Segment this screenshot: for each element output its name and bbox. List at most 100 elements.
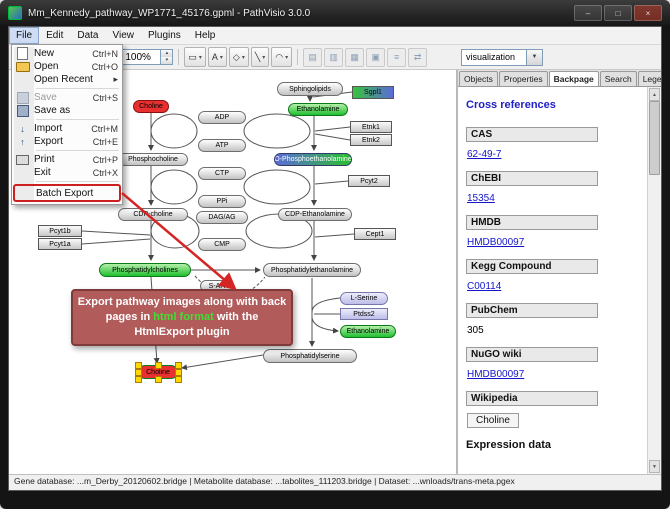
close-button[interactable]: ×: [634, 5, 662, 21]
selection-handle[interactable]: [175, 369, 182, 376]
shape-tool-dropdown[interactable]: ◇▾: [228, 47, 249, 67]
tab-objects[interactable]: Objects: [459, 71, 498, 86]
menu-view[interactable]: View: [112, 30, 134, 41]
label-tool-icon: A: [211, 52, 218, 62]
file-menu-item-open-recent[interactable]: Open Recent▸: [12, 73, 122, 86]
file-menu-item-batch-export[interactable]: Batch Export: [13, 184, 121, 202]
pathway-node-pcyt1a[interactable]: Pcyt1a: [38, 238, 82, 250]
selection-handle[interactable]: [155, 376, 162, 383]
maximize-button[interactable]: □: [604, 5, 632, 21]
layout-actions: ▤▥▦▣≡⇄: [303, 47, 428, 67]
zoom-combo[interactable]: 100% ▴▾: [121, 49, 174, 65]
label-tool-dropdown[interactable]: A▾: [207, 47, 227, 67]
datanode-tool-dropdown[interactable]: ▭▾: [184, 47, 206, 67]
sidebar-scrollbar[interactable]: ▲ ▼: [647, 87, 661, 474]
crossref-link[interactable]: 62-49-7: [467, 149, 502, 160]
crossref-heading: Cross references: [466, 99, 556, 111]
pathway-node-o-phosphoethanolamine[interactable]: O-Phosphoethanolamine: [274, 153, 352, 166]
scroll-down-icon[interactable]: ▼: [649, 460, 660, 473]
spinner-up-icon[interactable]: ▴: [161, 50, 173, 57]
line-tool-dropdown[interactable]: ╲▾: [250, 47, 270, 67]
selection-handle[interactable]: [135, 369, 142, 376]
pathway-node-ctp[interactable]: CTP: [198, 167, 246, 180]
align-vertical-icon[interactable]: ▥: [324, 47, 344, 67]
pathway-node-cmp[interactable]: CMP: [198, 238, 246, 251]
selection-handle[interactable]: [175, 376, 182, 383]
pathway-node-l-serine[interactable]: L-Serine: [340, 292, 388, 305]
selection-handle[interactable]: [175, 362, 182, 369]
statusbar: Gene database: ...m_Derby_20120602.bridg…: [9, 474, 661, 490]
menu-file[interactable]: File: [9, 27, 40, 44]
zoom-spinner[interactable]: ▴▾: [160, 50, 173, 64]
pathway-node-cept1[interactable]: Cept1: [354, 228, 396, 240]
pathway-node-phosphatidylserine[interactable]: Phosphatidylserine: [263, 349, 357, 363]
pathway-node-pcyt1b[interactable]: Pcyt1b: [38, 225, 82, 237]
menu-edit[interactable]: Edit: [46, 30, 64, 41]
selection-handle[interactable]: [155, 362, 162, 369]
connector-tool-icon: ◠: [275, 51, 284, 62]
file-menu-item-save-as[interactable]: Save as: [12, 104, 122, 117]
crossref-link[interactable]: HMDB00097: [467, 369, 525, 380]
tab-search[interactable]: Search: [599, 71, 637, 86]
menu-item-label: Save: [34, 92, 57, 103]
pathway-node-ethanolamine[interactable]: Ethanolamine: [340, 325, 396, 338]
crossref-boxed-value[interactable]: Choline: [467, 413, 519, 428]
menu-item-label: Save as: [34, 105, 71, 116]
selection-handle[interactable]: [135, 362, 142, 369]
menu-item-label: Batch Export: [36, 187, 94, 199]
backpage-section-value: C00114: [467, 281, 639, 292]
pathway-node-phosphocholine[interactable]: Phosphocholine: [118, 153, 188, 166]
menu-data[interactable]: Data: [77, 30, 99, 41]
tab-properties[interactable]: Properties: [498, 71, 548, 86]
pathway-node-etnk2[interactable]: Etnk2: [350, 134, 392, 146]
pathway-node-etnk1[interactable]: Etnk1: [350, 121, 392, 133]
backpage-section-header: ChEBI: [466, 171, 598, 186]
tab-backpage[interactable]: Backpage: [548, 71, 599, 86]
crossref-link[interactable]: C00114: [467, 281, 502, 292]
stack-icon[interactable]: ≡: [387, 47, 407, 67]
pathway-node-pcyt2[interactable]: Pcyt2: [348, 175, 390, 187]
chevron-down-icon[interactable]: ▼: [527, 48, 543, 66]
scrollbar-thumb[interactable]: [649, 101, 660, 175]
selection-handle[interactable]: [135, 376, 142, 383]
menu-plugins[interactable]: Plugins: [147, 30, 181, 41]
visualization-combo[interactable]: visualization ▼: [461, 48, 543, 66]
pathway-node-cdp-ethanolamine[interactable]: CDP-Ethanolamine: [278, 208, 352, 221]
no-icon: [14, 74, 31, 86]
align-center-icon[interactable]: ▦: [345, 47, 365, 67]
pathway-node-ptdss2[interactable]: Ptdss2: [340, 308, 388, 320]
crossref-link[interactable]: 15354: [467, 193, 495, 204]
pathway-node-adp[interactable]: ADP: [198, 111, 246, 124]
annotation-line2: pages in html format with the: [73, 310, 291, 325]
menu-shortcut: Ctrl+N: [92, 48, 118, 59]
connector-tool-dropdown[interactable]: ◠▾: [271, 47, 293, 67]
swap-icon[interactable]: ⇄: [408, 47, 428, 67]
crossref-link[interactable]: HMDB00097: [467, 237, 525, 248]
tab-legend[interactable]: Legend: [637, 71, 661, 86]
pathway-node-sphingolipids[interactable]: Sphingolipids: [277, 82, 343, 96]
align-horizontal-icon[interactable]: ▤: [303, 47, 323, 67]
pathway-node-phosphatidylethanolamine[interactable]: Phosphatidylethanolamine: [263, 263, 361, 277]
pathway-node-phosphatidylcholines[interactable]: Phosphatidylcholines: [99, 263, 191, 277]
pathway-node-sgpl1[interactable]: Sgpl1: [352, 86, 394, 99]
save-as-icon: [16, 104, 29, 117]
pathway-node-ethanolamine[interactable]: Ethanolamine: [288, 103, 348, 116]
minimize-button[interactable]: –: [574, 5, 602, 21]
pathway-node-choline[interactable]: Choline: [133, 100, 169, 113]
scroll-up-icon[interactable]: ▲: [649, 88, 660, 101]
pathway-node-atp[interactable]: ATP: [198, 139, 246, 152]
pathway-node-cdp-choline[interactable]: CDP-choline: [118, 208, 188, 221]
menu-help[interactable]: Help: [194, 30, 216, 41]
pathway-node-ppi[interactable]: PPi: [198, 195, 246, 208]
pathway-node-dag-ag[interactable]: DAG/AG: [196, 211, 248, 224]
annotation-line1: Export pathway images along with back: [77, 296, 287, 308]
spinner-down-icon[interactable]: ▾: [161, 57, 173, 64]
common-size-icon[interactable]: ▣: [366, 47, 386, 67]
